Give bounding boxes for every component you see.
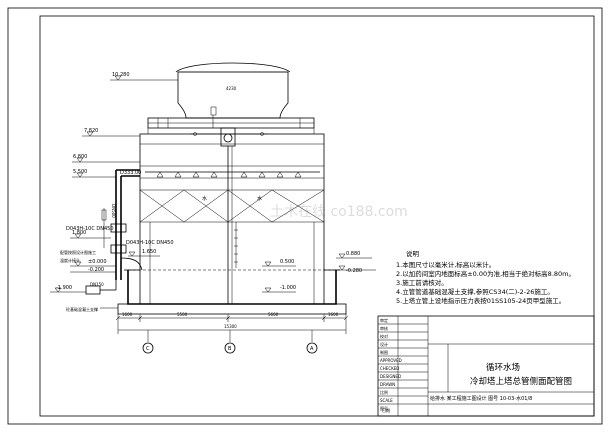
note-4: 4.立管管道基础混凝土支撑,参照CS34(二)-2-26施工。 <box>396 287 554 296</box>
title-block-row-label: DESIGNED <box>380 374 401 379</box>
axis-markers: C B A <box>142 342 318 354</box>
outer-border <box>7 7 603 425</box>
title-block-row-label: 审核 <box>380 325 388 331</box>
notes-title: 说明 <box>406 249 420 258</box>
title-block: 循环水场 冷却塔上塔总管侧面配管图 给排水 某工程施工图设计 图号 10-03-… <box>377 315 595 417</box>
tb-date: 日期 <box>382 407 390 413</box>
water-label-2: 水 <box>257 195 262 202</box>
tb-project: 循环水场 <box>486 362 520 373</box>
dim-2: 5500 <box>177 312 188 317</box>
title-block-row-label: APPROVED <box>380 358 402 363</box>
axis-a: A <box>310 346 314 352</box>
elev-zero: ±0.000 <box>88 259 107 265</box>
fan-stack: 4230 <box>175 62 291 119</box>
elev-top: 10.280 <box>112 72 130 78</box>
note-2: 2.以加药间室内地面标高±0.00为准,相当于绝对标高8.80m。 <box>396 269 575 278</box>
dimension-line: 1600 5500 5600 1600 15300 <box>115 312 349 342</box>
left-riser-pipe <box>85 169 143 295</box>
dn150-label: DN150 <box>90 282 104 287</box>
note-3: 3.施工前请核对。 <box>396 278 448 287</box>
title-block-row-label: 图号 <box>380 405 388 411</box>
title-block-row-label: 制图 <box>380 349 388 355</box>
title-block-row-label: 校对 <box>380 333 388 339</box>
inner-border <box>39 15 595 417</box>
title-block-row-label: 设计 <box>380 341 388 347</box>
roof-deck <box>147 117 315 134</box>
dim-total: 15300 <box>224 324 237 329</box>
water-label-1: 水 <box>202 195 207 202</box>
axis-b: B <box>228 346 232 352</box>
fan-label: 4230 <box>226 86 237 91</box>
elev-6800: 6.800 <box>73 154 87 160</box>
tb-bottom: 给排水 某工程施工图设计 图号 10-03-水01/8 <box>430 395 532 402</box>
valve-callouts: D043H-10C DN450 D043H-10C DN450 DN150 DN… <box>60 204 174 312</box>
dim-4: 1600 <box>328 312 339 317</box>
watermark: 土木在线 co188.com <box>270 204 408 220</box>
dim-1: 1600 <box>122 312 133 317</box>
elev-1800: 1.800 <box>72 230 86 236</box>
elev-m1900: -1.900 <box>56 285 72 291</box>
pipe-note: 配管按照设计图施工 <box>60 249 96 255</box>
support-note: 砼基础混凝土支撑 <box>66 306 98 312</box>
elev-m0200: -0.200 <box>88 267 104 273</box>
elev-1650: 1.650 <box>142 249 156 255</box>
elevation-marks: 10.280 7.820 6.800 5.500 D333.00 1.800 1… <box>50 72 376 293</box>
elev-0500: 0.500 <box>280 259 294 265</box>
riser-top <box>190 106 268 147</box>
notes: 说明 1.本图尺寸以毫米计,标高以米计。 2.以加药间室内地面标高±0.00为准… <box>396 249 575 305</box>
tb-drawing: 冷却塔上塔总管侧面配管图 <box>470 376 572 387</box>
axis-c: C <box>146 346 150 352</box>
title-block-row-label: SCALE <box>380 398 393 403</box>
title-block-row-label: DRAWN <box>380 382 395 387</box>
title-block-row-label: 比例 <box>380 389 388 395</box>
valve-label-1: D043H-10C DN450 <box>66 226 114 232</box>
elev-roof: 7.820 <box>84 128 98 134</box>
elev-m0280: -0.280 <box>346 268 362 274</box>
pipe-top-label: D333.00 <box>120 170 141 176</box>
dim-3: 5600 <box>268 312 279 317</box>
elev-0880: 0.880 <box>346 251 360 257</box>
valve-label-2: D043H-10C DN450 <box>126 240 174 246</box>
title-block-row-label: 审定 <box>380 317 388 323</box>
dn500-label: DN500 <box>111 204 116 218</box>
title-block-row-label: CHECKED <box>380 366 399 371</box>
watermark-text: 土木在线 co188.com <box>270 204 408 220</box>
elev-5500: 5.500 <box>73 169 87 175</box>
gauge-note: 温度计接头 <box>60 257 80 263</box>
elev-m1000: -1.000 <box>280 285 296 291</box>
note-5: 5.上塔立管上设地指示压力表按01SS105-24页甲型施工。 <box>396 296 565 305</box>
note-1: 1.本图尺寸以毫米计,标高以米计。 <box>396 260 495 269</box>
tower-body: 水 水 <box>139 133 325 305</box>
